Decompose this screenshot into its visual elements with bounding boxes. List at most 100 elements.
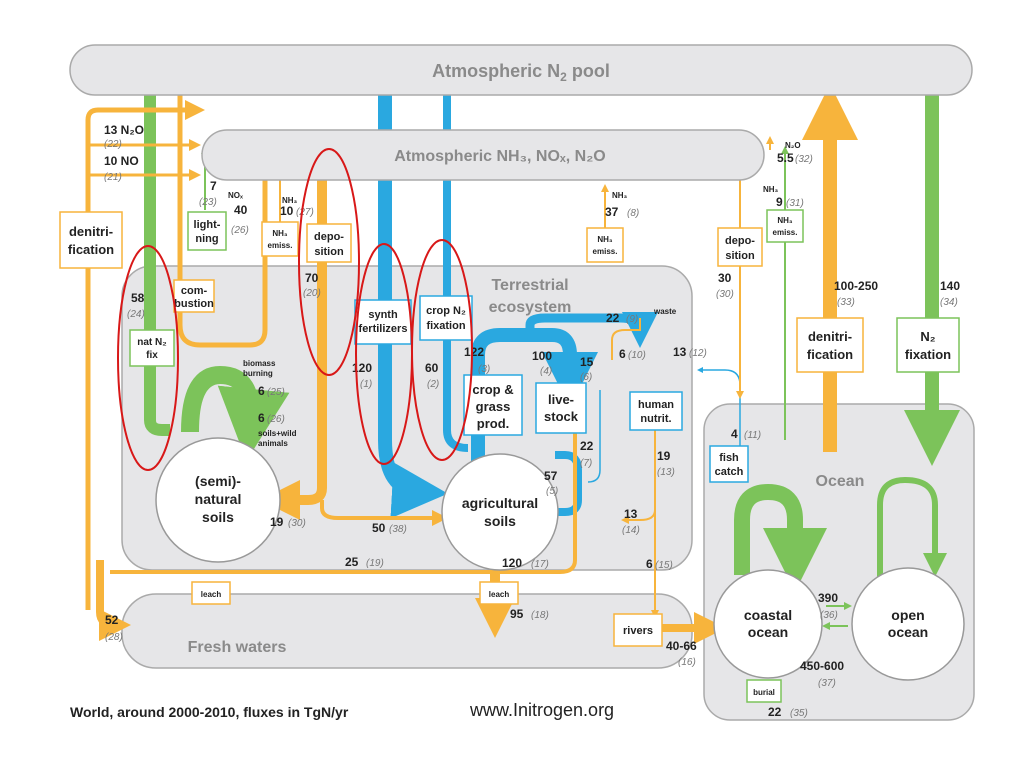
flux-4: 4 bbox=[731, 427, 738, 441]
agricultural-label-1: agricultural bbox=[462, 495, 538, 511]
flux-6b: 6 bbox=[646, 557, 653, 571]
deposition-right-box: depo- sition bbox=[717, 227, 763, 267]
highlight-crop-fixation bbox=[411, 239, 473, 461]
atmospheric-n2-pool bbox=[69, 44, 973, 96]
flux-390-sub: (36) bbox=[820, 610, 838, 621]
rivers-box: rivers bbox=[613, 613, 663, 647]
flux-crop-122-sub: (3) bbox=[478, 364, 490, 375]
label-soils-wild-1: soils+wild bbox=[258, 429, 297, 438]
svg-text:crop &: crop & bbox=[472, 382, 513, 397]
svg-text:emiss.: emiss. bbox=[593, 247, 618, 256]
flux-450-600-sub: (37) bbox=[818, 678, 836, 689]
svg-text:com-: com- bbox=[181, 285, 208, 297]
flux-19b-sub: (30) bbox=[288, 518, 306, 529]
flux-95-sub: (18) bbox=[531, 610, 549, 621]
flux-100-250: 100-250 bbox=[834, 279, 878, 293]
flux-nh3-label-mid: NH₃ bbox=[612, 191, 628, 200]
flux-22a-sub: (9) bbox=[626, 314, 638, 325]
footer-url[interactable]: www.Initrogen.org bbox=[470, 700, 615, 720]
flux-nh3-37: 37 bbox=[605, 205, 619, 219]
svg-text:denitri-: denitri- bbox=[808, 329, 852, 344]
svg-text:N₂: N₂ bbox=[920, 329, 935, 344]
leaching-main-flow bbox=[96, 560, 131, 641]
flux-100-250-sub: (33) bbox=[837, 297, 855, 308]
flux-n2o-13-sub: (22) bbox=[104, 139, 122, 150]
coastal-ocean-circle bbox=[713, 569, 823, 679]
livestock-nutrition-thin-flow bbox=[587, 390, 601, 483]
flux-13a-sub: (12) bbox=[689, 348, 707, 359]
svg-text:leach: leach bbox=[489, 590, 510, 599]
ocean-denitrification-box: denitri- fication bbox=[796, 317, 864, 373]
agricultural-label-2: soils bbox=[484, 513, 516, 529]
svg-text:stock: stock bbox=[544, 409, 579, 424]
flux-no-10: 10 NO bbox=[104, 154, 139, 168]
highlight-nat-fix bbox=[117, 245, 179, 471]
flux-n2o-5-5: 5.5 bbox=[777, 151, 794, 165]
flux-120b-sub: (17) bbox=[531, 559, 549, 570]
flux-22c: 22 bbox=[768, 705, 782, 719]
semi-natural-label-1: (semi)- bbox=[195, 473, 241, 489]
svg-text:sition: sition bbox=[314, 246, 344, 258]
flux-soil-6: 6 bbox=[258, 411, 265, 425]
flux-synth-120: 120 bbox=[352, 361, 372, 375]
leach-mid-box: leach bbox=[479, 581, 519, 605]
flux-50: 50 bbox=[372, 521, 386, 535]
svg-text:NH₃: NH₃ bbox=[777, 216, 793, 225]
synth-fertilizer-flow bbox=[378, 95, 448, 519]
flux-40-66: 40-66 bbox=[666, 639, 697, 653]
svg-text:grass: grass bbox=[476, 399, 511, 414]
coastal-label-1: coastal bbox=[744, 607, 792, 623]
svg-text:light-: light- bbox=[194, 219, 221, 231]
svg-text:emiss.: emiss. bbox=[773, 228, 798, 237]
flux-25: 25 bbox=[345, 555, 359, 569]
deposition-left-box: depo- sition bbox=[306, 223, 352, 263]
denitrification-left-flow bbox=[85, 100, 205, 610]
flux-nh3-10-sub: (27) bbox=[296, 207, 314, 218]
flux-6-sub: (10) bbox=[628, 350, 646, 361]
svg-text:sition: sition bbox=[725, 250, 755, 262]
coastal-ocean-recycle-loop bbox=[734, 483, 827, 592]
svg-text:fication: fication bbox=[807, 347, 853, 362]
flux-n2o-5-5-sub: (32) bbox=[795, 154, 813, 165]
open-ocean-recycle-loop bbox=[877, 476, 947, 580]
flux-22c-sub: (35) bbox=[790, 708, 808, 719]
denitrification-left-box: denitri- fication bbox=[59, 211, 123, 269]
nh3-emission-right-box: NH₃ emiss. bbox=[766, 209, 804, 243]
flux-no-10-sub: (21) bbox=[104, 172, 122, 183]
terrestrial-label-1: Terrestrial bbox=[491, 277, 568, 294]
deposition-to-agri-flow bbox=[320, 500, 448, 526]
semi-natural-label-2: natural bbox=[195, 491, 242, 507]
atmospheric-nh3-pool bbox=[201, 129, 765, 181]
svg-text:prod.: prod. bbox=[477, 416, 510, 431]
svg-text:fix: fix bbox=[146, 350, 158, 361]
svg-text:burial: burial bbox=[753, 688, 775, 697]
svg-text:human: human bbox=[638, 399, 674, 411]
svg-text:nutrit.: nutrit. bbox=[640, 413, 671, 425]
label-biomass-2: burning bbox=[243, 369, 273, 378]
open-label-2: ocean bbox=[888, 624, 928, 640]
flux-nh3-label-right: NH₃ bbox=[763, 185, 779, 194]
flux-nox-label: NOₓ bbox=[228, 191, 243, 200]
svg-text:emiss.: emiss. bbox=[268, 241, 293, 250]
leaching-25-flow bbox=[110, 420, 577, 574]
atmospheric-n2-label: Atmospheric N2 pool bbox=[432, 61, 610, 84]
lightning-box: light- ning bbox=[187, 211, 227, 251]
flux-120b: 120 bbox=[502, 556, 522, 570]
combustion-flow bbox=[177, 95, 275, 348]
flux-nox-40: 40 bbox=[234, 203, 248, 217]
flux-52-sub: (28) bbox=[105, 632, 123, 643]
flux-lightning-7-sub: (23) bbox=[199, 197, 217, 208]
label-biomass-1: biomass bbox=[243, 359, 276, 368]
flux-13b-sub: (14) bbox=[622, 525, 640, 536]
crop-grass-production-box: crop & grass prod. bbox=[463, 374, 523, 436]
flux-depo-70: 70 bbox=[305, 271, 319, 285]
svg-text:fixation: fixation bbox=[426, 320, 465, 332]
flux-livestock-100-sub: (4) bbox=[540, 366, 552, 377]
svg-text:denitri-: denitri- bbox=[69, 224, 113, 239]
livestock-to-human-flow bbox=[525, 311, 658, 348]
flux-19a: 19 bbox=[657, 449, 671, 463]
livestock-manure-loop bbox=[524, 451, 582, 528]
flux-nh3-10: 10 bbox=[280, 204, 294, 218]
flux-cropfix-60: 60 bbox=[425, 361, 439, 375]
